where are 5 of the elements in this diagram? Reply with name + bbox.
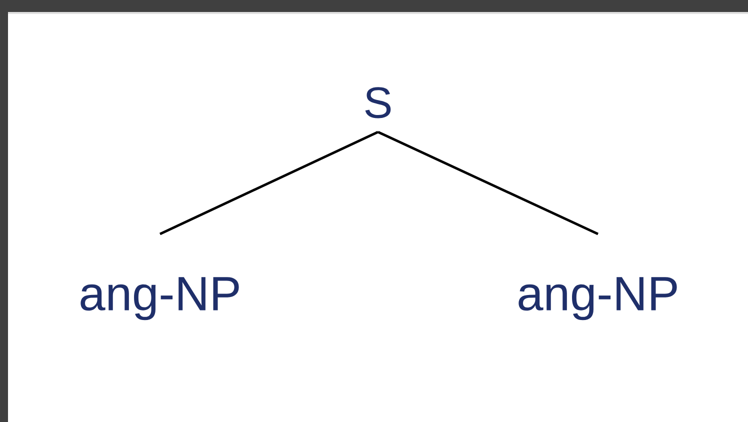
tree-branch	[159, 130, 379, 236]
tree-branch	[377, 130, 599, 236]
tree-root-label: S	[365, 87, 391, 118]
tree-leaf-label: ang-NP	[518, 277, 677, 320]
tree-leaf-label: ang-NP	[80, 277, 239, 320]
